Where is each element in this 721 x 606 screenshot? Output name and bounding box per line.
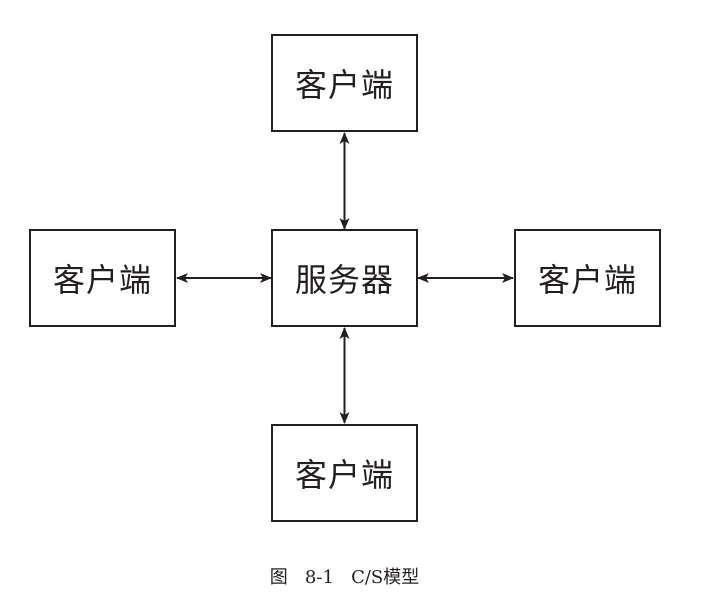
client-node-top-label: 客户端 (294, 66, 394, 104)
client-node-right-label: 客户端 (537, 261, 637, 299)
figure-caption: 图 8-1 C/S模型 (0, 563, 689, 589)
client-node-bottom: 客户端 (271, 424, 418, 522)
client-node-left-label: 客户端 (52, 261, 152, 299)
server-node: 服务器 (271, 229, 418, 327)
figure-title: C/S模型 (351, 567, 420, 588)
figure-label: 图 (269, 567, 288, 588)
client-node-top: 客户端 (271, 34, 418, 132)
server-node-label: 服务器 (294, 261, 394, 299)
client-node-bottom-label: 客户端 (294, 456, 394, 494)
client-node-right: 客户端 (514, 229, 661, 327)
figure-number: 8-1 (304, 567, 334, 588)
client-node-left: 客户端 (29, 229, 176, 327)
